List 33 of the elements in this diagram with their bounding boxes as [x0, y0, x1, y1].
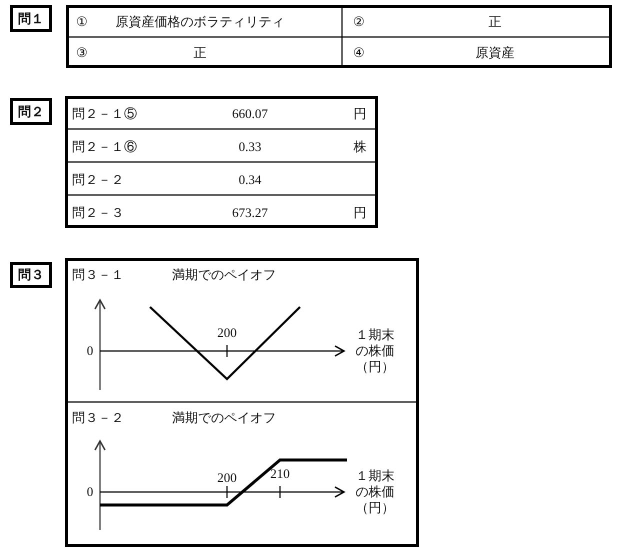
chart-title: 満期でのペイオフ: [172, 266, 276, 284]
tick-label: 200: [217, 470, 237, 486]
question-label: 問２－２: [72, 172, 124, 188]
answer-text: 正: [488, 14, 502, 30]
answer-text: 原資産: [476, 45, 514, 61]
panel-heading: 問３－２: [72, 409, 124, 427]
unit-text: 株: [354, 139, 366, 155]
axis-origin-label: 0: [86, 343, 94, 359]
answer-value: 673.27: [232, 205, 268, 221]
answer-text: 原資産価格のボラティリティ: [116, 14, 284, 30]
question-number-box: 問２: [10, 98, 52, 125]
axis-title: １期末の株価（円）: [354, 327, 396, 375]
item-number: ②: [353, 14, 365, 30]
question-number-box: 問１: [10, 5, 52, 32]
answer-value: 0.34: [238, 172, 262, 188]
question-number-box: 問３: [10, 262, 52, 288]
panel-heading: 問３－１: [72, 266, 124, 284]
item-number: ③: [76, 45, 88, 61]
axis-title: １期末の株価（円）: [354, 468, 396, 516]
answer-value: 0.33: [238, 139, 262, 155]
answer-value: 660.07: [232, 106, 268, 122]
item-number: ①: [76, 14, 88, 30]
question-label: 問２－３: [72, 205, 124, 221]
chart-title: 満期でのペイオフ: [172, 409, 276, 427]
question-label: 問２－１⑥: [72, 139, 137, 155]
unit-text: 円: [354, 205, 366, 221]
question-label: 問２－１⑤: [72, 106, 137, 122]
axis-origin-label: 0: [86, 484, 94, 500]
unit-text: 円: [354, 106, 366, 122]
tick-label: 200: [217, 325, 237, 341]
answer-text: 正: [194, 45, 206, 61]
item-number: ④: [353, 45, 365, 61]
tick-label: 210: [270, 466, 290, 482]
